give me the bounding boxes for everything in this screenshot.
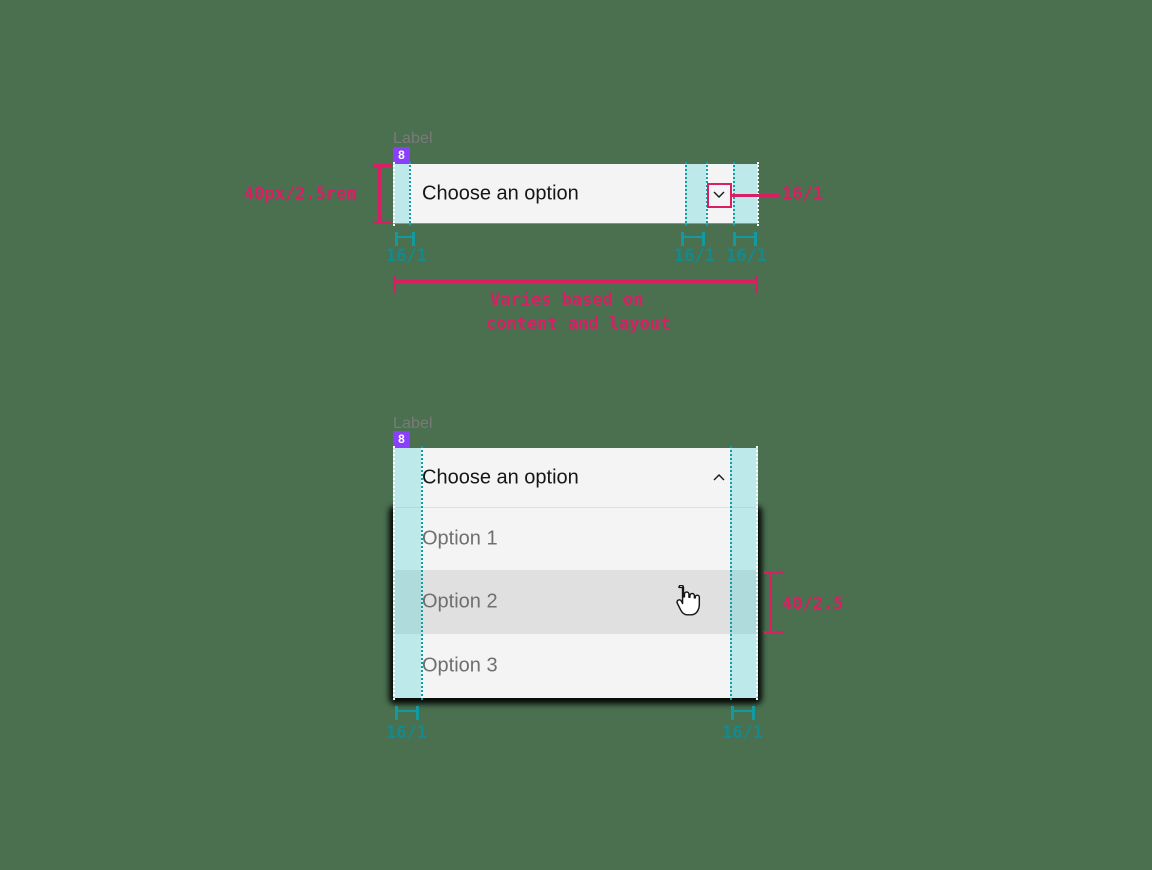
open-select-placeholder: Choose an option <box>422 466 579 488</box>
closed-icon-size-annotation: 16/1 <box>782 184 823 204</box>
closed-icon-size-leader <box>732 194 780 197</box>
closed-height-measure <box>373 164 392 224</box>
closed-width-annotation-line2: content and layout <box>486 314 671 334</box>
option-label: Option 3 <box>422 654 498 676</box>
closed-left-padding-annotation: 16/1 <box>386 246 427 266</box>
option-label: Option 1 <box>422 527 498 550</box>
closed-left-padding-measure <box>395 232 415 246</box>
list-item[interactable]: Option 3 <box>393 634 758 697</box>
open-spacing-badge: 8 <box>393 431 410 448</box>
open-dropdown-menu: Option 1 Option 2 Option 3 <box>393 508 758 698</box>
open-select-field[interactable]: Choose an option <box>393 448 758 508</box>
closed-field-label: Label <box>393 130 433 147</box>
closed-right-padding-annotation: 16/1 <box>726 246 767 266</box>
closed-right-padding-measure <box>733 232 757 246</box>
closed-width-annotation-line1: Varies based on <box>490 290 644 310</box>
closed-width-measure <box>393 275 758 294</box>
open-left-padding-measure <box>395 706 419 720</box>
open-right-padding-annotation: 16/1 <box>722 723 763 743</box>
chevron-up-icon[interactable] <box>711 470 727 486</box>
closed-select-field[interactable]: Choose an option <box>393 164 758 224</box>
open-right-padding-measure <box>731 706 755 720</box>
open-item-height-annotation: 40/2.5 <box>782 594 844 614</box>
closed-select-placeholder: Choose an option <box>422 182 579 204</box>
option-label: Option 2 <box>422 590 498 613</box>
closed-icon-gap-annotation: 16/1 <box>674 246 715 266</box>
list-item[interactable]: Option 1 <box>393 508 758 571</box>
open-field-label: Label <box>393 415 433 432</box>
open-left-padding-annotation: 16/1 <box>386 723 427 743</box>
closed-spacing-badge: 8 <box>393 147 410 164</box>
closed-height-annotation: 40px/2.5rem <box>244 184 357 204</box>
chevron-down-icon[interactable] <box>711 186 727 202</box>
list-item[interactable]: Option 2 <box>393 571 758 634</box>
closed-icon-gap-measure <box>681 232 705 246</box>
open-item-height-measure <box>764 571 783 634</box>
